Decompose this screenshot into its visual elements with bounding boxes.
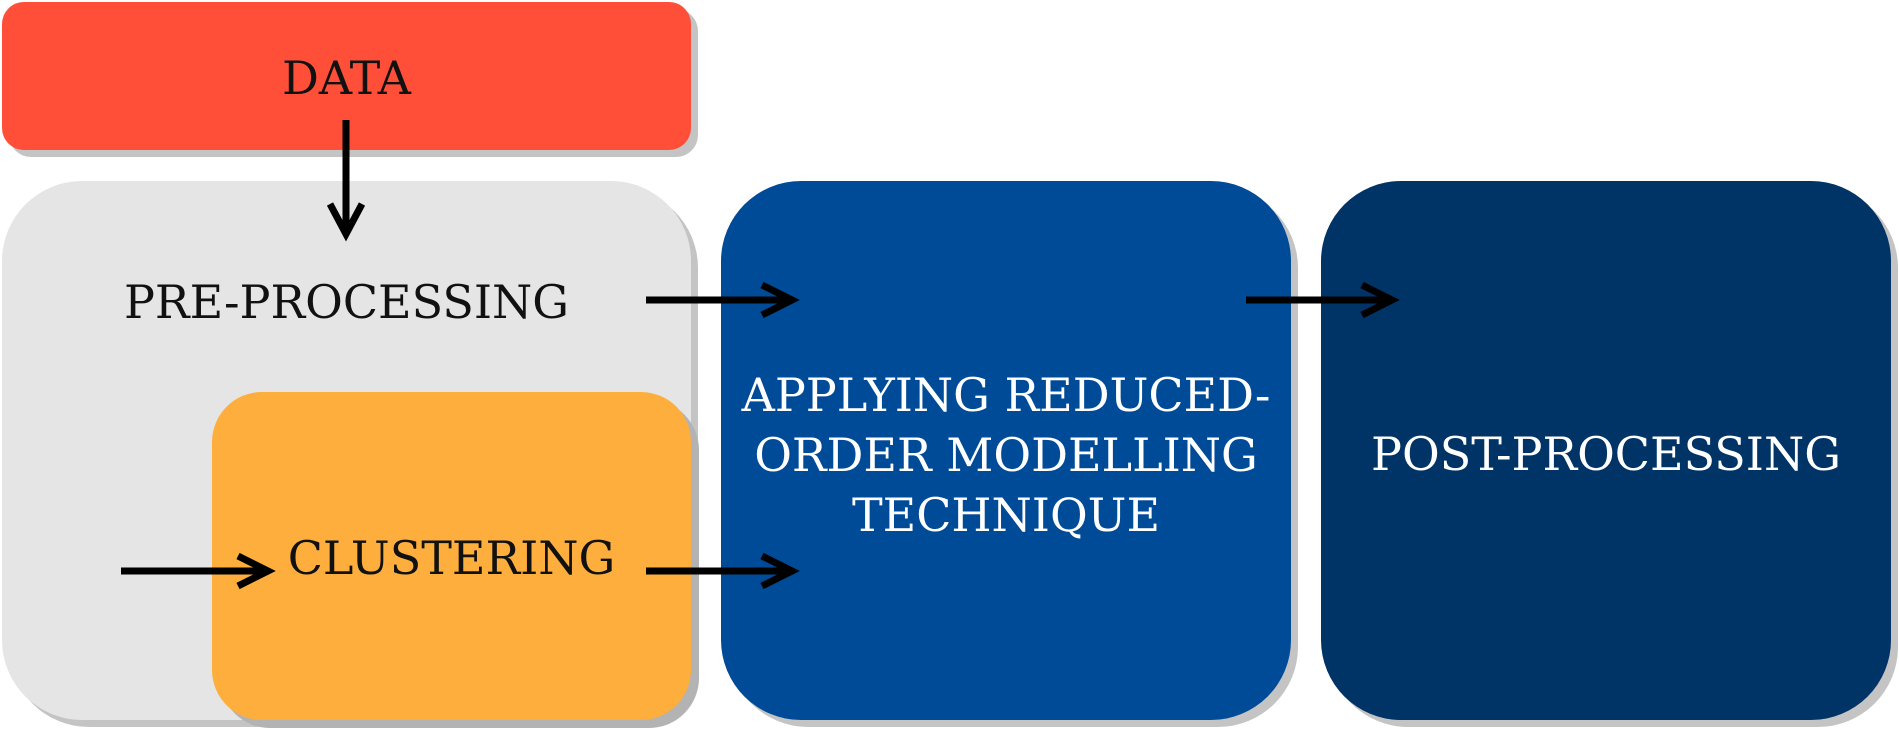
rom-label-line-2: ORDER MODELLING [754,428,1258,482]
postprocessing-node [1321,181,1891,720]
rom-label-line-1: APPLYING REDUCED- [741,368,1271,422]
preprocessing-label: PRE-PROCESSING [123,275,570,329]
rom-label: APPLYING REDUCED- ORDER MODELLING TECHNI… [721,365,1291,545]
rom-node [721,181,1291,720]
postprocessing-label: POST-PROCESSING [1371,427,1841,481]
clustering-label: CLUSTERING [287,531,616,585]
clustering-node [212,392,691,720]
data-label: DATA [282,51,411,105]
rom-label-line-3: TECHNIQUE [851,488,1161,542]
